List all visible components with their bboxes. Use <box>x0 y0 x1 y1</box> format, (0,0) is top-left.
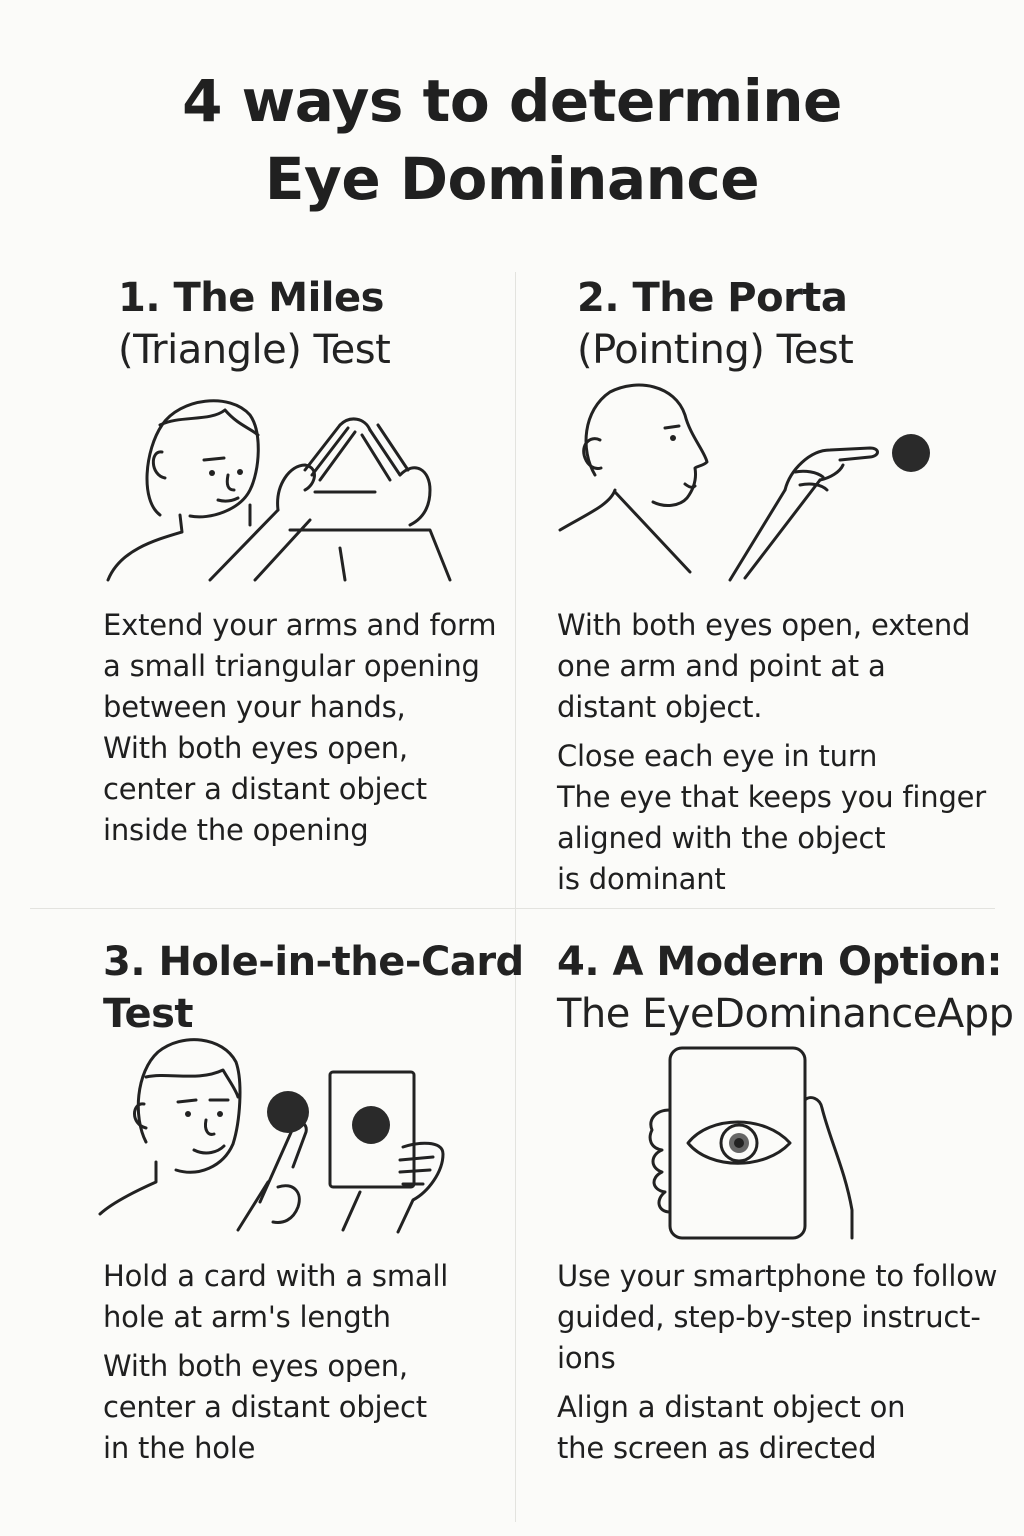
card-3-desc-line: hole at arm's length <box>103 1300 391 1334</box>
card-4-heading-line2: The EyeDominanceApp <box>557 991 1014 1037</box>
card-4-desc-line: ions <box>557 1341 616 1375</box>
card-4-heading-line1: 4. A Modern Option: <box>557 939 1002 985</box>
card-2-desc-line: aligned with the object <box>557 821 886 855</box>
card-2-description: With both eyes open, extend one arm and … <box>557 605 986 900</box>
card-4-desc-line: Use your smartphone to follow <box>557 1259 998 1293</box>
smartphone-eye-icon <box>640 1040 870 1244</box>
card-2-heading: 2. The Porta (Pointing) Test <box>577 272 854 376</box>
card-1-desc-line: a small triangular opening <box>103 649 480 683</box>
card-2-desc-line: With both eyes open, extend <box>557 608 971 642</box>
card-4-description: Use your smartphone to follow guided, st… <box>557 1256 997 1469</box>
page-title: 4 ways to determine Eye Dominance <box>0 62 1024 218</box>
card-3-heading: 3. Hole-in-the-Card Test <box>103 936 524 1040</box>
person-pointing-icon <box>555 380 945 589</box>
card-3-desc-line: center a distant object <box>103 1390 427 1424</box>
card-3-heading-line2: Test <box>103 991 194 1037</box>
card-2-heading-line1: 2. The Porta <box>577 275 848 321</box>
card-3-desc-line: Hold a card with a small <box>103 1259 449 1293</box>
card-1-desc-line: inside the opening <box>103 813 369 847</box>
card-1-description: Extend your arms and form a small triang… <box>103 605 496 851</box>
card-1-desc-line: With both eyes open, <box>103 731 408 765</box>
card-2-heading-line2: (Pointing) Test <box>577 327 854 373</box>
card-4-desc-line: the screen as directed <box>557 1431 877 1465</box>
card-3-desc-line: in the hole <box>103 1431 256 1465</box>
card-1-desc-line: center a distant object <box>103 772 427 806</box>
card-2-desc-line: distant object. <box>557 690 763 724</box>
person-card-hole-icon <box>98 1032 458 1241</box>
card-2-desc-line: one arm and point at a <box>557 649 886 683</box>
card-2-desc-line: Close each eye in turn <box>557 739 878 773</box>
card-2-desc-line: is dominant <box>557 862 726 896</box>
horizontal-divider <box>30 908 995 909</box>
card-4-desc-line: guided, step-by-step instruct- <box>557 1300 981 1334</box>
card-4-heading: 4. A Modern Option: The EyeDominanceApp <box>557 936 1014 1040</box>
card-1-desc-line: Extend your arms and form <box>103 608 497 642</box>
card-3-desc-line: With both eyes open, <box>103 1349 408 1383</box>
person-triangle-hands-icon <box>100 380 470 594</box>
card-3-heading-line1: 3. Hole-in-the-Card <box>103 939 524 985</box>
card-2-desc-line: The eye that keeps you finger <box>557 780 987 814</box>
page-title-line1: 4 ways to determine <box>182 67 842 135</box>
page-title-line2: Eye Dominance <box>264 145 760 213</box>
card-1-desc-line: between your hands, <box>103 690 406 724</box>
card-1-heading-line2: (Triangle) Test <box>118 327 391 373</box>
card-3-description: Hold a card with a small hole at arm's l… <box>103 1256 448 1469</box>
card-4-desc-line: Align a distant object on <box>557 1390 906 1424</box>
vertical-divider <box>515 272 516 1522</box>
card-1-heading-line1: 1. The Miles <box>118 275 384 321</box>
card-1-heading: 1. The Miles (Triangle) Test <box>118 272 391 376</box>
